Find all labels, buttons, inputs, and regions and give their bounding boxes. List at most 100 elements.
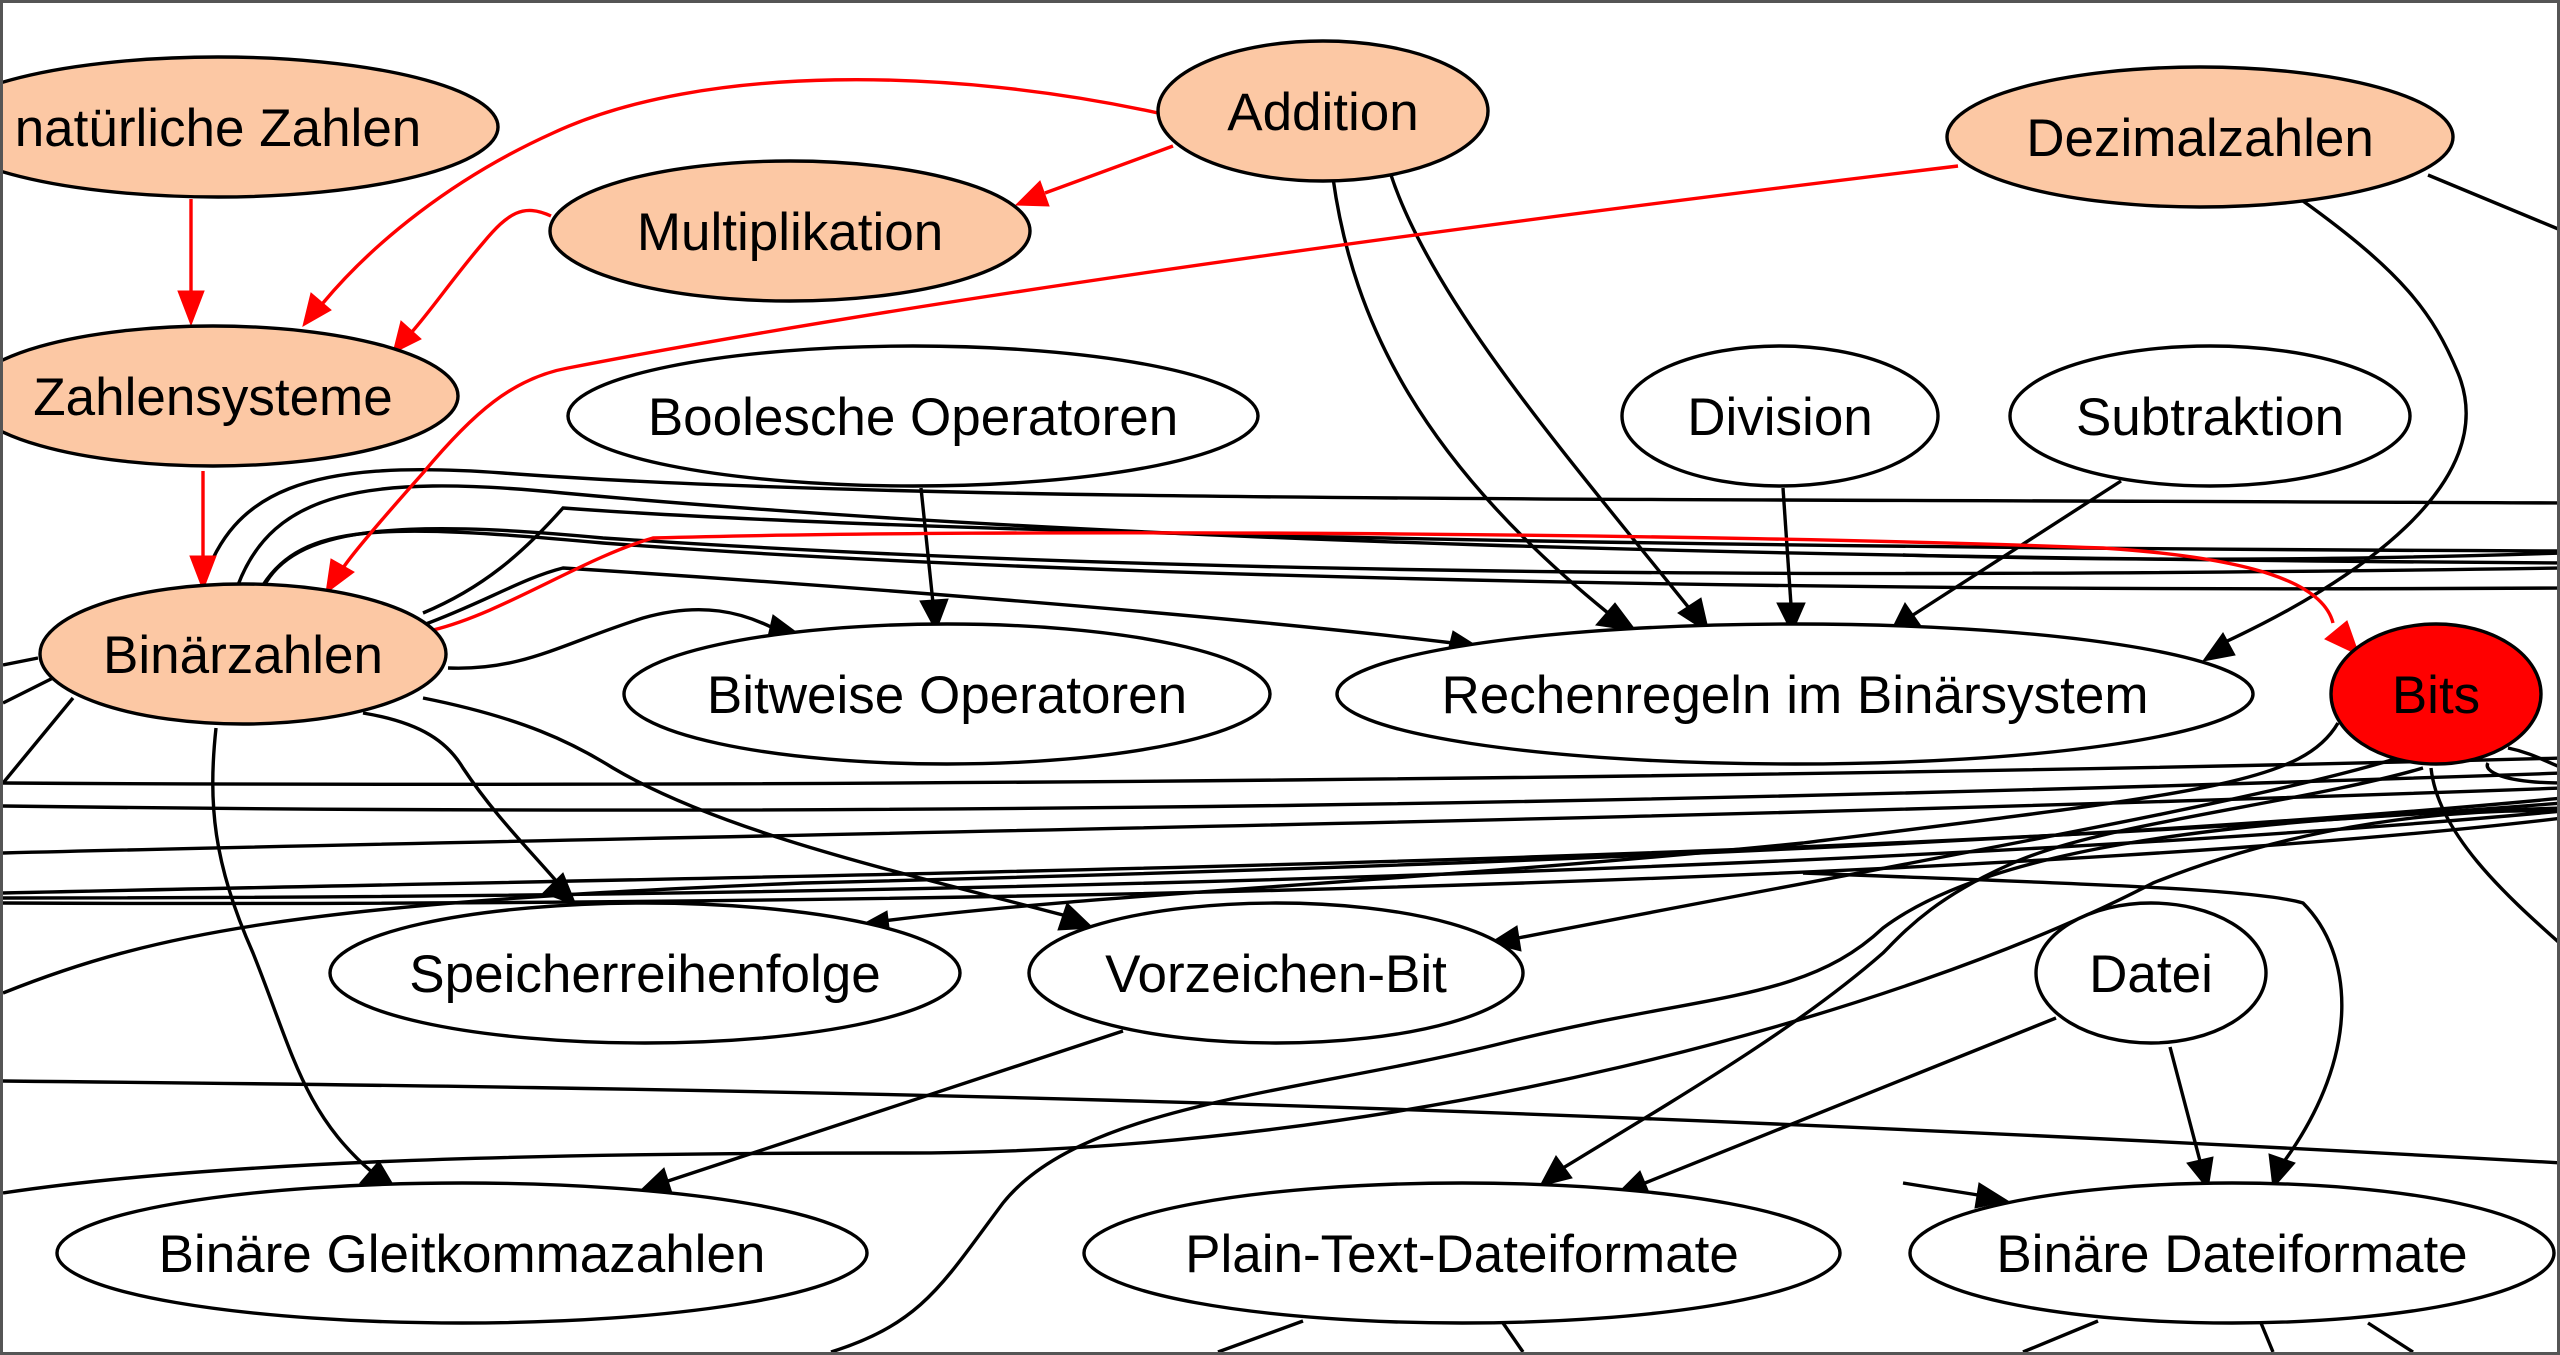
node-zahlensysteme[interactable]: Zahlensysteme [3, 324, 460, 468]
arrowhead-multiplikation-zahlensysteme [392, 320, 422, 354]
node-boolesche-operatoren[interactable]: Boolesche Operatoren [566, 344, 1260, 488]
edge-offscreen-left-3 [3, 696, 75, 785]
node-label: Datei [2089, 945, 2213, 1004]
edge-offscreen-dezimalzahlen-right [2427, 173, 2557, 231]
arrowhead-bits-plain-text [1539, 1155, 1573, 1187]
node-label: Multiplikation [637, 203, 943, 262]
node-ellipse [55, 1181, 869, 1325]
node-binaere-gleitkommazahlen[interactable]: Binäre Gleitkommazahlen [55, 1181, 869, 1325]
edge-offscreen-top-1 [201, 467, 2557, 584]
node-ellipse [3, 55, 500, 199]
arrowhead-binaerzahlen-vorzeichen [1057, 902, 1095, 931]
edge-offscreen-band-9 [3, 808, 2557, 1195]
node-ellipse [1945, 65, 2455, 209]
edge-offscreen-band-7 [3, 796, 2557, 995]
node-addition[interactable]: Addition [1156, 39, 1490, 183]
arrowhead-zahlensysteme-binaerzahlen [189, 555, 217, 592]
node-ellipse [2034, 901, 2268, 1045]
arrowhead-datei-binaere-dateiformate [2186, 1156, 2214, 1191]
edge-addition-rechenregeln-2 [1389, 174, 1695, 615]
node-label: natürliche Zahlen [15, 99, 422, 158]
node-ellipse [1082, 1181, 1842, 1325]
edge-offscreen-band-1 [3, 756, 2557, 786]
arrowhead-natuerliche-zahlen-zahlensysteme [177, 290, 205, 327]
arrowhead-dezimalzahlen-binaerzahlen [325, 558, 355, 595]
node-vorzeichen-bit[interactable]: Vorzeichen-Bit [1027, 901, 1525, 1045]
node-ellipse [1027, 901, 1525, 1045]
node-bitweise-operatoren[interactable]: Bitweise Operatoren [622, 622, 1272, 766]
node-label: Subtraktion [2076, 388, 2344, 447]
edge-boolesche-bitweise [919, 487, 935, 604]
node-label: Binäre Gleitkommazahlen [159, 1225, 766, 1284]
node-ellipse [1908, 1181, 2556, 1325]
node-binaerzahlen[interactable]: Binärzahlen [38, 582, 448, 726]
node-label: Zahlensysteme [33, 368, 392, 427]
node-multiplikation[interactable]: Multiplikation [548, 159, 1032, 303]
node-dezimalzahlen[interactable]: Dezimalzahlen [1945, 65, 2455, 209]
node-subtraktion[interactable]: Subtraktion [2008, 344, 2412, 488]
node-label: Speicherreihenfolge [409, 945, 880, 1004]
arrowhead-addition-zahlensysteme [302, 292, 332, 328]
node-label: Vorzeichen-Bit [1105, 945, 1447, 1004]
edge-addition-multiplikation [1044, 144, 1174, 195]
node-label: Division [1687, 388, 1873, 447]
node-division[interactable]: Division [1620, 344, 1940, 488]
node-datei[interactable]: Datei [2034, 901, 2268, 1045]
edge-band-to-binaere-dateiformate [1802, 871, 2344, 1164]
node-rechenregeln-im-binaersystem[interactable]: Rechenregeln im Binärsystem [1335, 622, 2255, 766]
edge-binaerzahlen-gleitkomma [211, 727, 375, 1175]
node-label: Addition [1227, 83, 1419, 142]
node-ellipse [3, 324, 460, 468]
edge-dezimalzahlen-binaerzahlen [341, 164, 1959, 569]
edge-addition-rechenregeln-1 [1331, 177, 1610, 615]
arrowhead-band-binaere-dateiformate [2268, 1153, 2296, 1190]
edge-offscreen-band-2 [3, 771, 2557, 812]
node-label: Binäre Dateiformate [1996, 1225, 2467, 1284]
node-label: Binärzahlen [103, 626, 383, 685]
arrowhead-boolesche-bitweise [919, 598, 949, 633]
node-ellipse [2008, 344, 2412, 488]
edge-offscreen-band-6 [3, 816, 2557, 906]
edge-offscreen-left-1 [3, 656, 39, 667]
arrowhead-division-rechenregeln [1776, 602, 1806, 635]
edge-bits-plain-text [1562, 766, 2424, 1170]
arrowhead-addition-multiplikation [1014, 180, 1050, 207]
node-ellipse [622, 622, 1272, 766]
node-bits[interactable]: Bits [2329, 622, 2543, 766]
node-natuerliche-zahlen[interactable]: natürliche Zahlen [3, 55, 500, 199]
edge-group-red [177, 77, 2360, 656]
node-binaere-dateiformate[interactable]: Binäre Dateiformate [1908, 1181, 2556, 1325]
node-label: Dezimalzahlen [2026, 109, 2374, 168]
node-ellipse [548, 159, 1032, 303]
node-ellipse [566, 344, 1260, 488]
edge-binaerzahlen-speicherreihenfolge [362, 711, 560, 885]
edge-binaerzahlen-vorzeichen [422, 696, 1064, 917]
edge-offscreen-left-2 [3, 676, 54, 705]
node-ellipse [2329, 622, 2543, 766]
node-ellipse [1620, 344, 1940, 488]
arrowhead-binaerzahlen-bits [2324, 620, 2360, 656]
edge-datei-binaere-dateiformate [2168, 1046, 2202, 1162]
edge-binaerzahlen-bits [432, 531, 2335, 632]
node-label: Boolesche Operatoren [648, 388, 1178, 447]
edge-offscreen-bottom-3 [1501, 1322, 1525, 1352]
node-label: Rechenregeln im Binärsystem [1442, 666, 2149, 725]
edge-offscreen-bits-right-2 [2485, 762, 2557, 785]
node-plain-text-dateiformate[interactable]: Plain-Text-Dateiformate [1082, 1181, 1842, 1325]
edge-binaerzahlen-rechenregeln-2 [261, 529, 2557, 591]
edge-binaerzahlen-bitweise [447, 608, 774, 670]
edge-offscreen-bits-down [2429, 767, 2557, 943]
edge-bits-speicherreihenfolge [882, 722, 2340, 923]
node-ellipse [1156, 39, 1490, 183]
edge-offscreen-bottom-2 [1217, 1319, 1304, 1352]
edge-multiplikation-zahlensysteme [409, 208, 552, 335]
edge-offscreen-bottom-1 [830, 806, 2557, 1352]
arrowhead-binaerzahlen-speicherreihenfolge [542, 872, 577, 906]
edge-binaerzahlen-rechenregeln [422, 566, 1454, 645]
edge-vorzeichen-gleitkomma [667, 1029, 1124, 1183]
edge-addition-zahlensysteme [321, 77, 1159, 305]
edge-datei-plain-text [1644, 1016, 2057, 1185]
edge-subtraktion-rechenregeln [1912, 479, 2122, 617]
node-speicherreihenfolge[interactable]: Speicherreihenfolge [328, 901, 962, 1045]
